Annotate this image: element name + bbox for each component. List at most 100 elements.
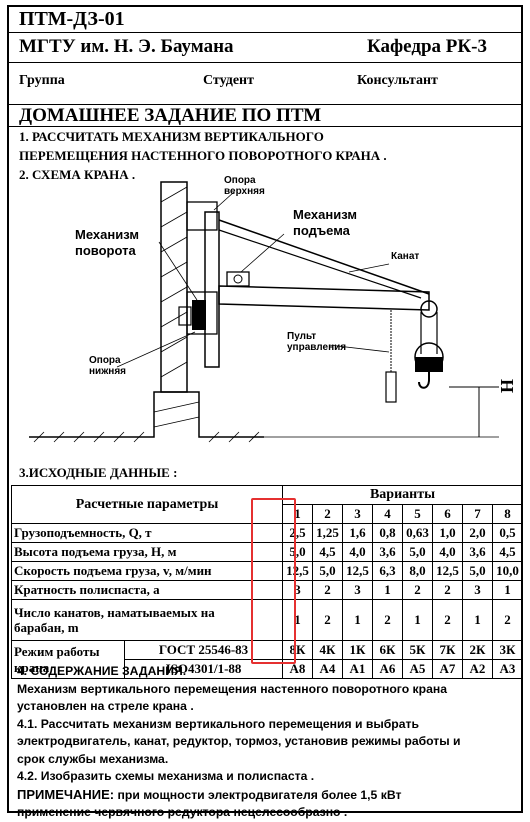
value-cell: 3,6 (462, 542, 493, 562)
label-top-support: Опора верхняя (224, 175, 265, 197)
assignment-sheet: ПТМ-ДЗ-01 МГТУ им. Н. Э. Баумана Кафедра… (7, 5, 523, 819)
label-rotation-l2: поворота (75, 243, 136, 258)
value-cell: 2 (402, 580, 433, 600)
label-control-l1: Пульт (287, 331, 317, 342)
title-row: ДОМАШНЕЕ ЗАДАНИЕ ПО ПТМ (9, 105, 521, 127)
value-cell: 1,0 (432, 523, 463, 543)
variant-1-highlight (251, 498, 296, 664)
value-cell: А2 (462, 659, 493, 679)
table-header-row: Расчетные параметры Варианты (11, 485, 523, 524)
label-height: Н (497, 378, 517, 393)
value-cell: А7 (432, 659, 463, 679)
student-label: Студент (203, 73, 254, 88)
content-heading: 4. СОДЕРЖАНИЕ ЗАДАНИЯ. (17, 664, 187, 678)
table-row: Высота подъема груза, Н, м 5,0 4,5 4,0 3… (11, 542, 523, 562)
value-cell: 0,8 (372, 523, 403, 543)
value-cell: 1К (342, 640, 373, 660)
value-cell: 2,5 (282, 523, 313, 543)
task-content: 4. СОДЕРЖАНИЕ ЗАДАНИЯ. Механизм вертикал… (17, 663, 461, 822)
value-cell: 12,5 (282, 561, 313, 581)
row-label: Скорость подъема груза, v, м/мин (11, 561, 283, 581)
label-bottom-l1: Опора (89, 355, 121, 366)
variant-cell: 6 (432, 504, 463, 524)
note-text-1: при мощности электродвигателя более 1,5 … (114, 787, 402, 802)
department-name: Кафедра РК-3 (367, 36, 487, 57)
value-cell: 1 (402, 599, 433, 641)
value-cell: 4,5 (492, 542, 523, 562)
value-cell: 3 (462, 580, 493, 600)
row-label: Высота подъема груза, Н, м (11, 542, 283, 562)
value-cell: 2К (462, 640, 493, 660)
value-cell: 4,0 (432, 542, 463, 562)
label-lift-mechanism: Механизм подъема (293, 207, 357, 239)
value-cell: 6,3 (372, 561, 403, 581)
value-cell: 5К (402, 640, 433, 660)
parameters-table: Расчетные параметры Варианты 1 2 3 4 5 6… (11, 485, 523, 679)
value-cell: 3К (492, 640, 523, 660)
value-cell: 1,6 (342, 523, 373, 543)
label-bottom-l2: нижняя (89, 366, 126, 377)
variants-header: Варианты (282, 485, 523, 505)
label-control-panel: Пульт управления (287, 331, 346, 353)
value-cell: 2 (432, 580, 463, 600)
variant-cell: 4 (372, 504, 403, 524)
value-cell: 2 (492, 599, 523, 641)
value-cell: 5,0 (402, 542, 433, 562)
label-rope: Канат (391, 251, 420, 262)
content-p1-line1: Механизм вертикального перемещения насте… (17, 681, 447, 696)
value-cell: 5,0 (462, 561, 493, 581)
value-cell: 4,0 (342, 542, 373, 562)
row-label: Кратность полиспаста, а (11, 580, 283, 600)
university-name: МГТУ им. Н. Э. Баумана (19, 36, 234, 57)
value-cell: А1 (342, 659, 373, 679)
value-cell: А3 (492, 659, 523, 679)
iso-standard: ISO4301/1-88 (124, 659, 283, 679)
value-cell: 2 (312, 599, 343, 641)
content-p2-line3: срок службы механизма. (17, 751, 169, 766)
mode-label-line1: Режим работы (14, 643, 100, 659)
value-cell: 5,0 (282, 542, 313, 562)
value-cell: 1 (372, 580, 403, 600)
label-top-support-l2: верхняя (224, 186, 265, 197)
value-cell: 1 (462, 599, 493, 641)
mode-label-line2: крана (14, 659, 50, 675)
value-cell: 12,5 (432, 561, 463, 581)
value-cell: 4К (312, 640, 343, 660)
content-p1-line2: установлен на стреле крана . (17, 699, 194, 713)
initial-data-title: 3.ИСХОДНЫЕ ДАННЫЕ : (19, 465, 178, 480)
param-header: Расчетные параметры (11, 485, 283, 524)
value-cell: 6К (372, 640, 403, 660)
doc-code: ПТМ-ДЗ-01 (19, 8, 125, 30)
note-label: ПРИМЕЧАНИЕ: (17, 786, 115, 802)
variant-cell: 5 (402, 504, 433, 524)
value-cell: 3,6 (372, 542, 403, 562)
table-row: ISO4301/1-88 А8 А4 А1 А6 А5 А7 А2 А3 (12, 659, 523, 679)
variant-cell: 2 (312, 504, 343, 524)
value-cell: 1 (282, 599, 313, 641)
value-cell: 0,5 (492, 523, 523, 543)
row-label: Число канатов, наматываемых на барабан, … (11, 599, 283, 641)
variants-row: 1 2 3 4 5 6 7 8 (12, 504, 523, 524)
variant-cell: 7 (462, 504, 493, 524)
group-label: Группа (19, 73, 65, 88)
value-cell: 0,63 (402, 523, 433, 543)
value-cell: 7К (432, 640, 463, 660)
mode-label: Режим работы крана (11, 640, 125, 679)
value-cell: 1,25 (312, 523, 343, 543)
content-p2-line1: 4.1. Рассчитать механизм вертикального п… (17, 716, 419, 731)
value-cell: 2 (372, 599, 403, 641)
consultant-label: Консультант (357, 73, 438, 88)
task2-title: 2. СХЕМА КРАНА . (19, 167, 136, 182)
label-rotation-mechanism: Механизм поворота (75, 227, 139, 259)
variant-cell: 3 (342, 504, 373, 524)
content-p3: 4.2. Изобразить схемы механизма и полисп… (17, 769, 315, 783)
content-note-line2: применение червячного редуктора нецелесо… (17, 805, 348, 819)
header-university-row: МГТУ им. Н. Э. Баумана Кафедра РК-3 (9, 33, 521, 63)
content-p2-line2: электродвигатель, канат, редуктор, тормо… (17, 734, 461, 748)
label-lift-l1: Механизм (293, 207, 357, 222)
value-cell: 8,0 (402, 561, 433, 581)
value-cell: 10,0 (492, 561, 523, 581)
task1-line2: ПЕРЕМЕЩЕНИЯ НАСТЕННОГО ПОВОРОТНОГО КРАНА… (19, 148, 387, 163)
value-cell: 3 (342, 580, 373, 600)
crane-diagram (29, 181, 499, 443)
